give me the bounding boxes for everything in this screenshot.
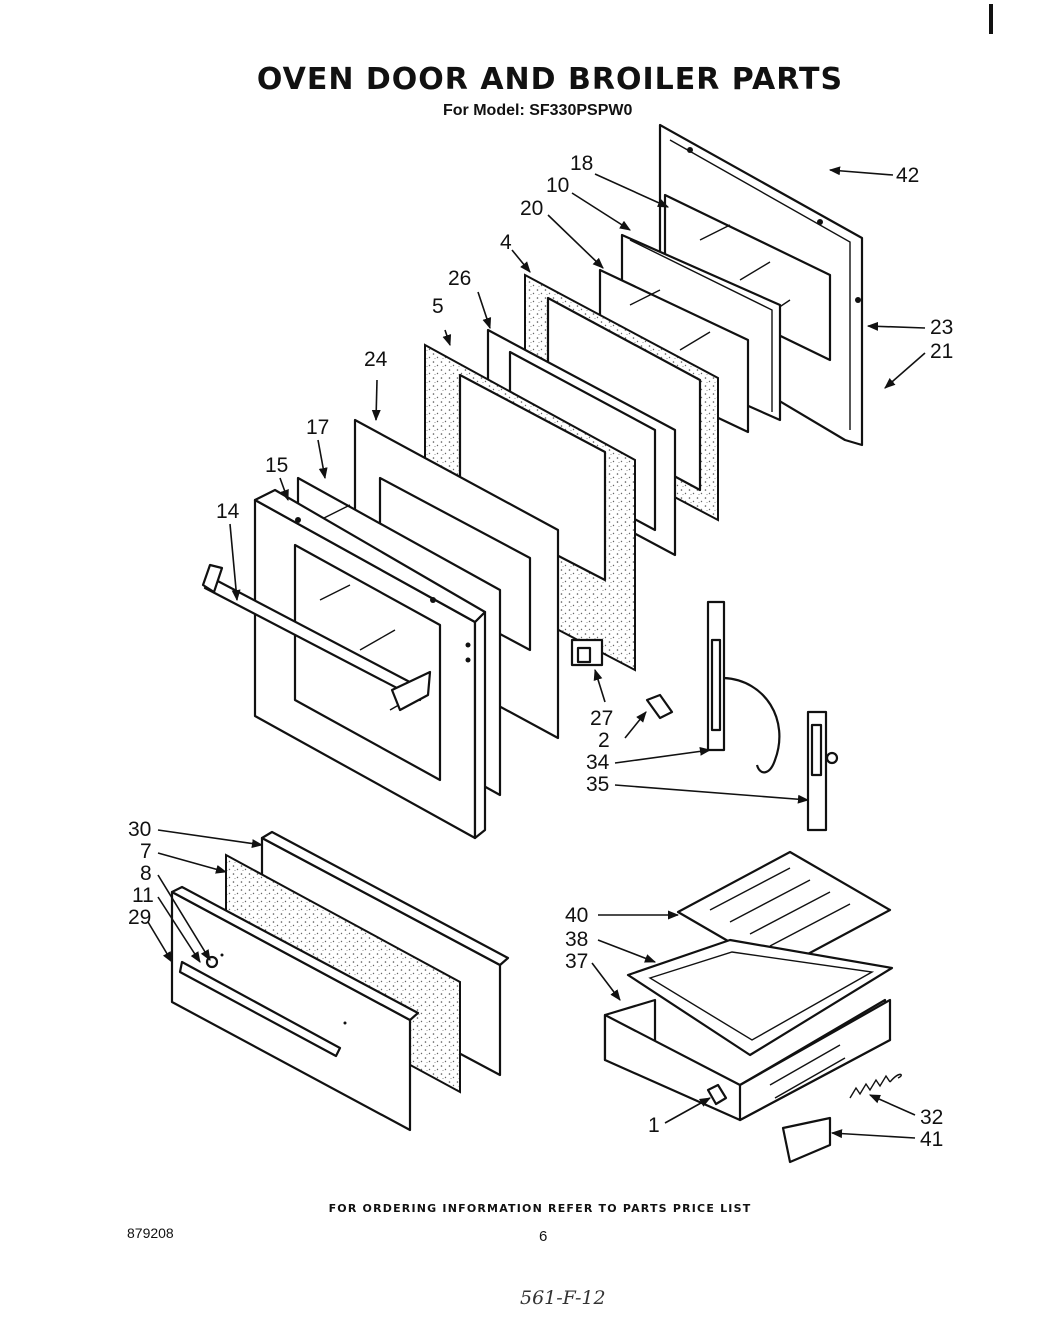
label-5: 5 <box>432 295 444 318</box>
label-40: 40 <box>565 904 588 927</box>
label-8: 8 <box>140 862 152 885</box>
label-4: 4 <box>500 231 512 254</box>
page-number: 6 <box>539 1228 548 1245</box>
label-21: 21 <box>930 340 953 363</box>
broiler-front-29 <box>170 885 420 1132</box>
label-1: 1 <box>648 1114 660 1137</box>
label-30: 30 <box>128 818 151 841</box>
broiler-pan-38 <box>626 938 894 1057</box>
hinge-pin-2 <box>645 693 674 720</box>
corner-mark <box>989 4 993 34</box>
label-23: 23 <box>930 316 953 339</box>
bracket-41 <box>781 1116 832 1164</box>
hinge-34 <box>706 600 781 774</box>
leader-lines <box>147 166 926 1139</box>
label-38: 38 <box>565 928 588 951</box>
label-7: 7 <box>140 840 152 863</box>
model-subtitle: For Model: SF330PSPW0 <box>443 102 633 119</box>
label-18: 18 <box>570 152 593 175</box>
label-35: 35 <box>586 773 609 796</box>
ordering-info-footer: FOR ORDERING INFORMATION REFER TO PARTS … <box>328 1202 752 1215</box>
label-17: 17 <box>306 416 329 439</box>
door-handle-14 <box>201 563 432 712</box>
hinge-35 <box>806 710 839 832</box>
part-labels: 42 18 10 20 4 26 5 24 17 15 14 23 21 27 … <box>128 152 953 1151</box>
broiler-body-37 <box>603 998 892 1122</box>
handwritten-note: 561-F-12 <box>520 1287 606 1309</box>
label-26: 26 <box>448 267 471 290</box>
document-number: 879208 <box>127 1225 174 1241</box>
page-title: OVEN DOOR AND BROILER PARTS <box>256 62 844 97</box>
label-27: 27 <box>590 707 613 730</box>
broiler-knob-1 <box>706 1083 728 1106</box>
label-37: 37 <box>565 950 588 973</box>
label-41: 41 <box>920 1128 943 1151</box>
label-29: 29 <box>128 906 151 929</box>
label-15: 15 <box>265 454 288 477</box>
label-20: 20 <box>520 197 543 220</box>
label-11: 11 <box>132 884 154 907</box>
label-24: 24 <box>364 348 388 371</box>
receptacle-27 <box>570 638 604 667</box>
label-42: 42 <box>896 164 919 187</box>
label-10: 10 <box>546 174 569 197</box>
label-14: 14 <box>216 500 240 523</box>
spring-32 <box>849 1073 902 1099</box>
label-2: 2 <box>598 729 610 752</box>
label-32: 32 <box>920 1106 943 1129</box>
label-34: 34 <box>586 751 610 774</box>
